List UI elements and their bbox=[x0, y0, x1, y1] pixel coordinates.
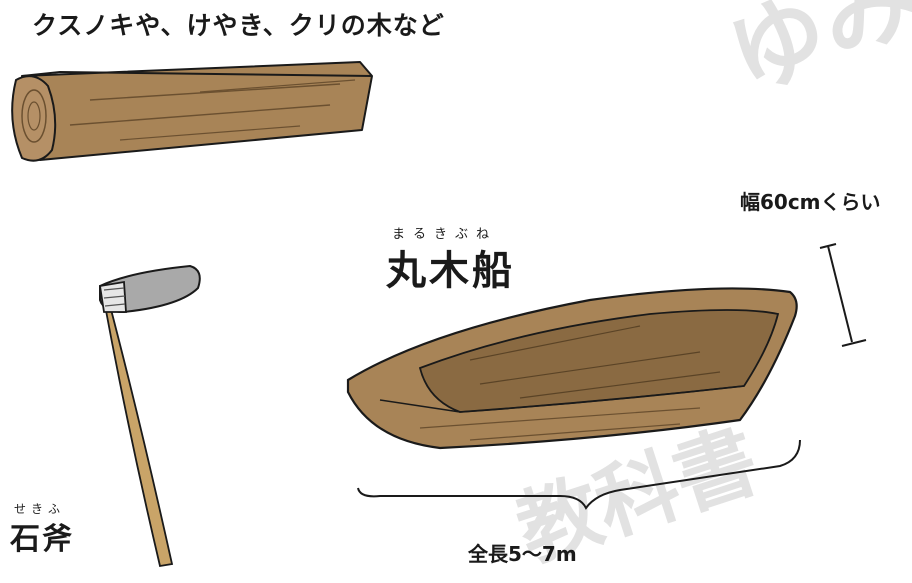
log-illustration bbox=[11, 61, 373, 162]
axe-label: 石斧 bbox=[10, 522, 74, 557]
width-bracket bbox=[819, 243, 867, 347]
stone-axe-illustration bbox=[98, 264, 201, 568]
boat-label: 丸木船 bbox=[386, 248, 515, 294]
length-brace bbox=[357, 439, 801, 510]
boat-reading: まるきぶね bbox=[392, 227, 498, 242]
canoe-illustration bbox=[346, 243, 867, 510]
axe-reading: せきふ bbox=[14, 502, 66, 516]
log-caption: クスノキや、けやき、クリの木など bbox=[32, 11, 445, 40]
boat-width-note: 幅60cmくらい bbox=[740, 190, 881, 214]
boat-length-note: 全長5〜7m bbox=[468, 542, 577, 566]
